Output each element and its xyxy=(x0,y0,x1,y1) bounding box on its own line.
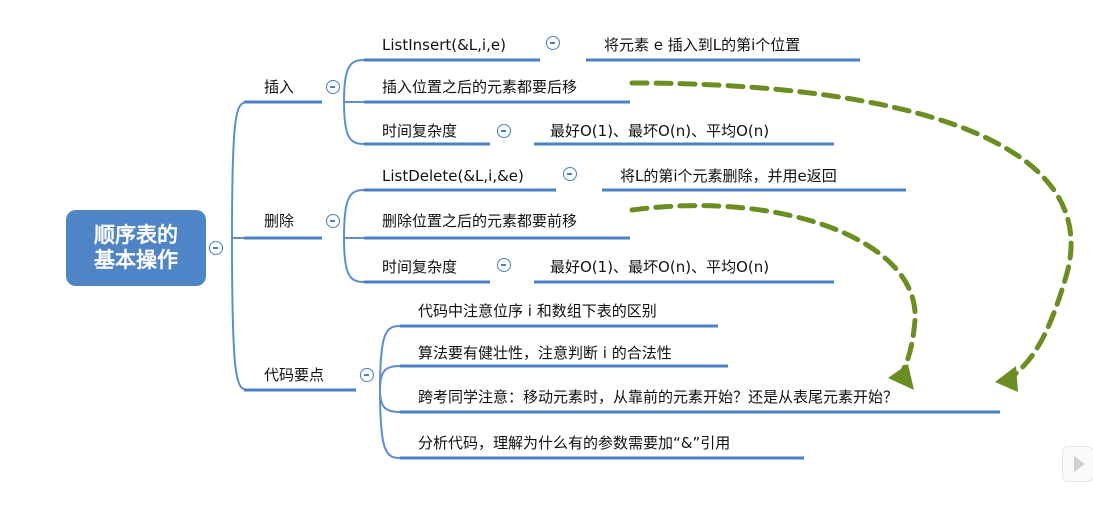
node-code-index[interactable]: 代码中注意位序 i 和数组下表的区别 xyxy=(418,302,657,320)
collapse-minus-icon[interactable] xyxy=(497,124,511,138)
node-delete-complexity[interactable]: 时间复杂度 xyxy=(382,258,458,276)
collapse-minus-icon[interactable] xyxy=(360,368,374,382)
collapse-minus-icon[interactable] xyxy=(209,241,223,255)
root-node[interactable]: 顺序表的 基本操作 xyxy=(66,210,206,286)
collapse-minus-icon[interactable] xyxy=(326,214,340,228)
node-listinsert-detail[interactable]: 将元素 e 插入到L的第i个位置 xyxy=(604,36,801,54)
branch-code-points[interactable]: 代码要点 xyxy=(264,366,325,384)
node-insert-complexity[interactable]: 时间复杂度 xyxy=(382,122,458,140)
node-insert-complexity-detail[interactable]: 最好O(1)、最坏O(n)、平均O(n) xyxy=(550,122,770,140)
node-listdelete[interactable]: ListDelete(&L,i,&e) xyxy=(382,167,524,185)
root-title-line1: 顺序表的 xyxy=(94,223,178,247)
node-delete-shift[interactable]: 删除位置之后的元素都要前移 xyxy=(382,212,578,230)
node-listinsert[interactable]: ListInsert(&L,i,e) xyxy=(382,36,506,54)
collapse-minus-icon[interactable] xyxy=(563,167,577,181)
branch-delete[interactable]: 删除 xyxy=(264,212,295,230)
video-play-icon[interactable] xyxy=(1062,446,1093,482)
node-insert-shift[interactable]: 插入位置之后的元素都要后移 xyxy=(382,78,578,96)
collapse-minus-icon[interactable] xyxy=(497,258,511,272)
node-code-reference[interactable]: 分析代码，理解为什么有的参数需要加“&”引用 xyxy=(418,434,731,452)
node-code-robust[interactable]: 算法要有健壮性，注意判断 i 的合法性 xyxy=(418,344,672,362)
node-delete-complexity-detail[interactable]: 最好O(1)、最坏O(n)、平均O(n) xyxy=(550,258,770,276)
collapse-minus-icon[interactable] xyxy=(326,80,340,94)
branch-insert[interactable]: 插入 xyxy=(264,78,295,96)
root-title-line2: 基本操作 xyxy=(94,248,178,272)
node-code-move-order[interactable]: 跨考同学注意：移动元素时，从靠前的元素开始？还是从表尾元素开始？ xyxy=(418,388,899,406)
node-listdelete-detail[interactable]: 将L的第i个元素删除，并用e返回 xyxy=(620,167,837,185)
collapse-minus-icon[interactable] xyxy=(546,36,560,50)
